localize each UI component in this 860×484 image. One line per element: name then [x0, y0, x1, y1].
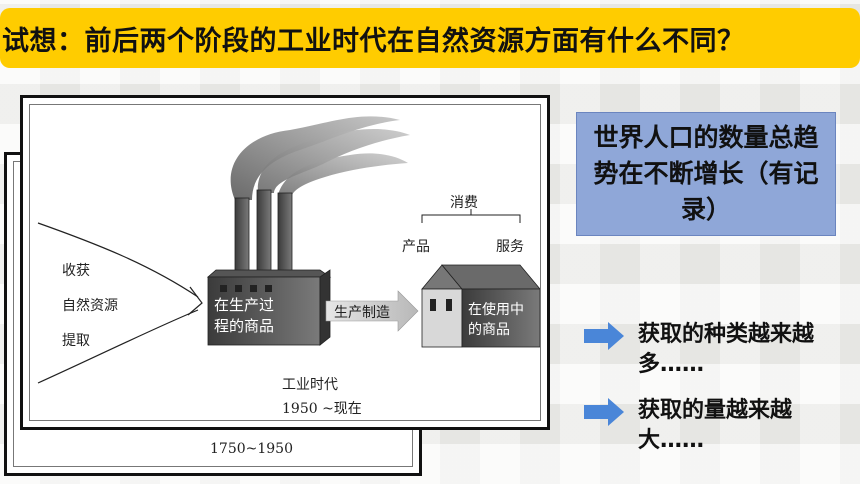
population-trend-text: 世界人口的数量总趋势在不断增长（有记录）	[593, 123, 819, 224]
front-diagram-card: 在生产过 程的商品 生产制造 消费 产品 服务 在使用中 的商品	[20, 95, 550, 430]
back-period-label: 1750~1950	[210, 441, 293, 457]
era-period: 1950 ~现在	[282, 401, 362, 417]
input-harvest: 收获	[62, 263, 90, 279]
smoke-plumes	[230, 116, 410, 200]
input-natural-resources: 自然资源	[62, 297, 118, 314]
input-extract: 提取	[62, 333, 90, 349]
factory-chimneys	[234, 189, 293, 279]
factory-label-line2: 程的商品	[214, 317, 274, 335]
factory-label-line1: 在生产过	[214, 296, 274, 314]
title-banner: 试想：前后两个阶段的工业时代在自然资源方面有什么不同？	[0, 8, 860, 68]
factory-building	[206, 269, 332, 346]
right-arrow-icon	[584, 398, 624, 426]
service-label: 服务	[496, 239, 524, 255]
bullet-text: 获取的种类越来越多……	[638, 322, 815, 377]
industrial-era-diagram: 在生产过 程的商品 生产制造 消费 产品 服务 在使用中 的商品	[37, 116, 540, 417]
consumption-bracket	[421, 209, 521, 223]
production-arrow	[325, 290, 419, 332]
bullet-item: 获取的量越来越大……	[584, 396, 828, 456]
bullet-text: 获取的量越来越大……	[638, 398, 793, 453]
bullet-item: 获取的种类越来越多……	[584, 320, 828, 380]
page-title: 试想：前后两个阶段的工业时代在自然资源方面有什么不同？	[2, 25, 745, 57]
production-arrow-label: 生产制造	[334, 305, 390, 321]
population-trend-box: 世界人口的数量总趋势在不断增长（有记录）	[576, 112, 836, 236]
house-building	[421, 264, 540, 348]
consumption-label: 消费	[450, 195, 478, 211]
product-label: 产品	[402, 239, 430, 255]
era-title: 工业时代	[282, 377, 338, 393]
house-label-line2: 的商品	[468, 322, 510, 338]
house-label-line1: 在使用中	[468, 301, 524, 318]
front-diagram-frame: 在生产过 程的商品 生产制造 消费 产品 服务 在使用中 的商品	[29, 104, 541, 421]
right-arrow-icon	[584, 322, 624, 350]
resource-flow-lines	[37, 222, 203, 384]
